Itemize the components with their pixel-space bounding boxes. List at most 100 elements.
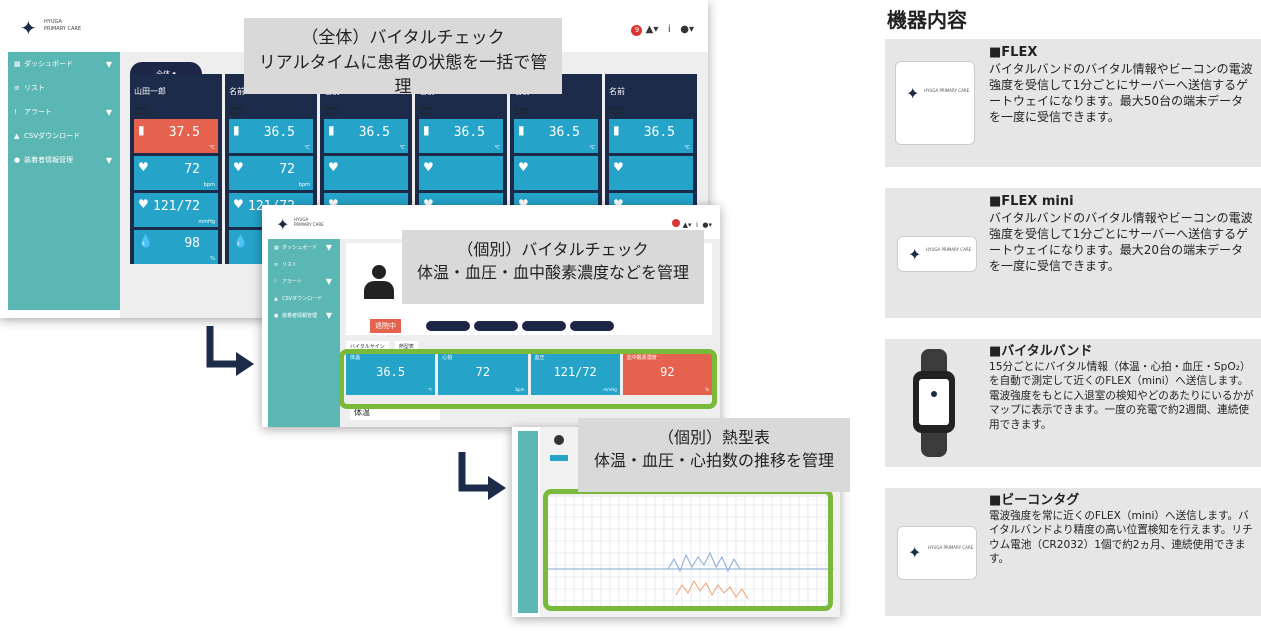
status-badge: 退院中 xyxy=(370,319,401,333)
card-heart-rate: ♥ xyxy=(514,156,598,190)
flex-mini-gateway-image: ✦ HYUGA PRIMARY CARE xyxy=(897,236,977,272)
chart-caption: （個別）熱型表 体温・血圧・心拍数の推移を管理 xyxy=(578,418,850,492)
overview-caption: （全体）バイタルチェック リアルタイムに患者の状態を一括で管理 xyxy=(244,18,562,97)
vital-unit: ℃ xyxy=(589,145,595,151)
device-title: ■バイタルバンド xyxy=(989,344,1093,359)
dashboard-icon: ▦ xyxy=(274,244,279,251)
logo-star-icon: ✦ xyxy=(908,543,922,562)
overview-screenshot: ✦ HYUGA PRIMARY CARE 9 ▲▾ i ●▾ ▦ダッシュボード▼… xyxy=(0,0,708,318)
logo-text: HYUGA PRIMARY CARE xyxy=(44,19,82,32)
vital-value: 36.5 xyxy=(358,125,390,140)
heart-icon: ♥ xyxy=(423,160,434,174)
chevron-down-icon: ▼ xyxy=(105,155,112,165)
battery-icon: ▭ xyxy=(229,100,245,119)
device-vital-band: ■バイタルバンド 15分ごとにバイタル情報（体温・心拍・血圧・SpO₂）を自動で… xyxy=(885,339,1261,467)
sidebar-item-list[interactable]: ≡リスト xyxy=(274,261,298,269)
card-heart-rate: ♥ xyxy=(324,156,408,190)
tab-vitals[interactable]: バイタルサイン xyxy=(346,341,389,352)
vital-value: 72 xyxy=(279,162,295,177)
tab-temperature-chart[interactable]: 熱型表 xyxy=(394,341,418,352)
chevron-down-icon: ▼ xyxy=(325,277,332,286)
device-flex: ✦ HYUGA PRIMARY CARE ■FLEX バイタルバンドのバイタル情… xyxy=(885,39,1261,167)
vital-heart-rate: 心拍 72 bpm xyxy=(438,351,528,395)
sidebar-item-wearer[interactable]: ●装着者情報管理▼ xyxy=(14,155,112,165)
user-icon[interactable]: ●▾ xyxy=(702,221,712,229)
vital-unit: ℃ xyxy=(494,145,500,151)
vital-spo2: 血中酸素濃度 92 % xyxy=(622,351,712,395)
drop-icon: 💧 xyxy=(138,234,153,248)
alert-icon: ! xyxy=(274,278,277,285)
heart-icon: ♥ xyxy=(233,197,244,211)
person-icon: ● xyxy=(14,156,21,164)
heart-icon: ♥ xyxy=(138,197,149,211)
user-icon[interactable]: ●▾ xyxy=(680,24,694,35)
info-icon[interactable]: i xyxy=(693,221,701,229)
battery-icon: ▭ xyxy=(134,100,150,119)
vital-value: 72 xyxy=(184,162,200,177)
card-temperature: ▮37.5℃ xyxy=(134,119,218,153)
drop-icon: 💧 xyxy=(233,234,248,248)
patient-name: 名前 xyxy=(229,87,245,96)
sidebar-item-wearer[interactable]: ●装着者情報管理▼ xyxy=(274,311,332,320)
sidebar-item-alert[interactable]: !アラート▼ xyxy=(274,277,332,286)
sidebar-item-alert[interactable]: !アラート▼ xyxy=(14,107,112,117)
vital-unit: ℃ xyxy=(684,145,690,151)
flow-arrow-1 xyxy=(206,326,254,376)
bell-icon[interactable]: ▲▾ xyxy=(645,24,659,35)
vital-value: 98 xyxy=(184,236,200,251)
device-title: ■FLEX xyxy=(989,45,1038,60)
chevron-down-icon: ▼ xyxy=(325,311,332,320)
individual-caption: （個別）バイタルチェック 体温・血圧・血中酸素濃度などを管理 xyxy=(402,230,704,304)
vital-value: 36.5 xyxy=(643,125,675,140)
thermometer-icon: ▮ xyxy=(138,123,145,137)
card-temperature: ▮36.5℃ xyxy=(609,119,693,153)
card-temperature: ▮36.5℃ xyxy=(229,119,313,153)
individual-sidebar: ▦ダッシュボード▼ ≡リスト !アラート▼ ▲CSVダウンロード ●装着者情報管… xyxy=(268,239,340,427)
info-icon[interactable]: i xyxy=(661,24,678,35)
logo-star-icon: ✦ xyxy=(276,215,290,234)
topbar-icons: ▲▾ i ●▾ xyxy=(672,219,712,229)
logo-star-icon: ✦ xyxy=(908,245,922,264)
topbar-icons: 9 ▲▾ i ●▾ xyxy=(631,24,694,36)
sidebar-item-dashboard[interactable]: ▦ダッシュボード▼ xyxy=(274,243,332,252)
sidebar-item-dashboard[interactable]: ▦ダッシュボード▼ xyxy=(14,59,112,69)
download-icon: ▲ xyxy=(274,295,278,302)
beacon-tag-image: ✦ HYUGA PRIMARY CARE xyxy=(897,526,977,580)
bell-icon[interactable]: ▲▾ xyxy=(682,221,692,229)
action-button[interactable] xyxy=(522,321,566,331)
action-button[interactable] xyxy=(474,321,518,331)
heart-icon: ♥ xyxy=(233,160,244,174)
card-temperature: ▮36.5℃ xyxy=(419,119,503,153)
vital-value: 36.5 xyxy=(548,125,580,140)
thermometer-icon: ▮ xyxy=(233,123,240,137)
mini-button[interactable] xyxy=(550,455,568,461)
battery-icon: ▭ xyxy=(324,100,340,119)
flow-arrow-2 xyxy=(458,452,506,500)
patient-name: 名前 xyxy=(609,87,625,96)
chart-highlight xyxy=(543,489,833,611)
sidebar-item-csv[interactable]: ▲CSVダウンロード xyxy=(274,295,323,303)
person-icon: ● xyxy=(274,312,279,319)
chevron-down-icon: ▼ xyxy=(105,107,112,117)
card-spo2: 💧98% xyxy=(134,230,218,264)
notification-badge[interactable] xyxy=(672,219,681,227)
heart-icon: ♥ xyxy=(613,197,624,211)
vital-temperature: 体温 36.5 ℃ xyxy=(346,351,436,395)
device-flex-mini: ✦ HYUGA PRIMARY CARE ■FLEX mini バイタルバンドの… xyxy=(885,188,1261,318)
action-button[interactable] xyxy=(426,321,470,331)
sidebar-item-list[interactable]: ≡リスト xyxy=(14,84,45,92)
heart-icon: ♥ xyxy=(328,160,339,174)
vital-blood-pressure: 血圧 121/72 mmHg xyxy=(530,351,620,395)
notification-badge[interactable]: 9 xyxy=(631,25,643,36)
chart-sidebar xyxy=(518,431,538,613)
sidebar-item-csv[interactable]: ▲CSVダウンロード xyxy=(14,132,81,140)
battery-icon: ▭ xyxy=(419,100,435,119)
battery-icon: ▭ xyxy=(609,100,625,119)
heart-icon: ♥ xyxy=(613,160,624,174)
thermometer-icon: ▮ xyxy=(328,123,335,137)
list-icon: ≡ xyxy=(14,84,20,92)
action-button[interactable] xyxy=(570,321,614,331)
chevron-down-icon: ▼ xyxy=(325,243,332,252)
